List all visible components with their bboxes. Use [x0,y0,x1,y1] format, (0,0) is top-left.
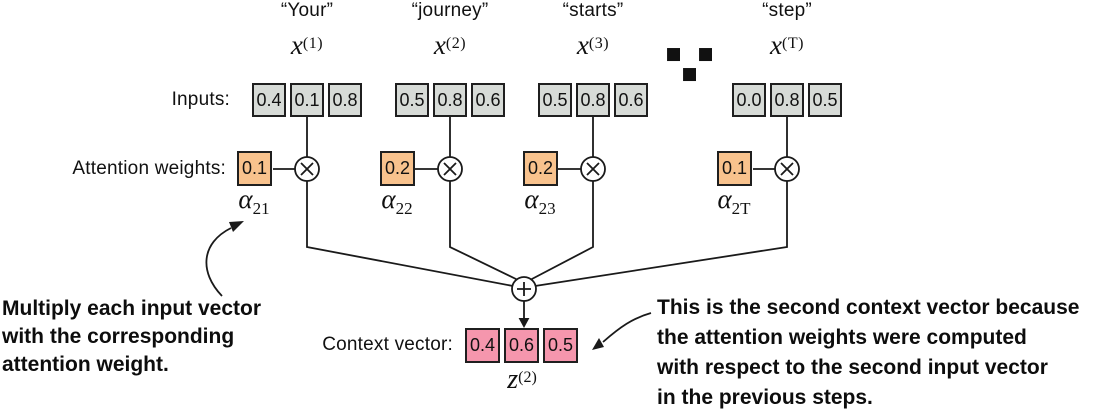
token-column-starts: “starts” x(3) 0.5 0.8 0.6 0.2 α23 [523,0,648,230]
multiply-branch-1 [273,117,514,287]
attention-weight-box: 0.2 [523,151,558,186]
vector-cell: 0.6 [504,328,539,363]
vector-cell: 0.8 [576,83,610,117]
context-vector: 0.4 0.6 0.5 [465,328,578,363]
vector-cell: 0.1 [290,83,324,117]
sum-to-context-arrow [518,301,530,328]
annotation-line: with the corresponding [2,325,235,348]
attention-weight-box: 0.1 [717,151,752,186]
token-word: “step” [762,0,812,21]
context-vector-symbol: z(2) [507,364,537,395]
right-annotation: This is the second context vector becaus… [657,293,1100,413]
attention-weight-box: 0.1 [237,151,272,186]
vector-cell: 0.4 [465,328,500,363]
input-vector-symbol: x(3) [576,30,610,60]
annotation-line: in the previous steps. [657,386,873,409]
input-vector-symbol: x(T) [770,30,804,60]
vector-cell: 0.6 [471,83,505,117]
vector-cell: 0.5 [538,83,572,117]
vector-cell: 0.8 [433,83,467,117]
attention-weight-symbol: α21 [238,184,270,218]
input-vector: 0.0 0.8 0.5 [732,83,842,117]
token-word: “Your” [280,0,334,21]
sum-node-icon [511,276,537,302]
vector-cell: 0.8 [770,83,804,117]
annotation-line: the attention weights were computed [657,326,1027,349]
token-column-your: “Your” x(1) 0.4 0.1 0.8 0.1 α21 [237,0,362,230]
left-annotation-arrow [205,221,244,297]
input-vector: 0.5 0.8 0.6 [395,83,505,117]
vector-cell: 0.5 [543,328,578,363]
right-annotation-arrow [592,312,652,350]
ellipsis: ■ ■ ■ [665,44,719,84]
input-vector-symbol: x(2) [433,30,467,60]
annotation-line: This is the second context vector becaus… [657,296,1080,319]
left-annotation: Multiply each input vector with the corr… [2,295,302,379]
token-column-step: “step” x(T) 0.0 0.8 0.5 0.1 α2T [717,0,842,230]
token-column-journey: “journey” x(2) 0.5 0.8 0.6 0.2 α22 [380,0,505,230]
vector-cell: 0.4 [252,83,286,117]
input-vector-symbol: x(1) [290,30,324,60]
multiply-branch-3 [529,117,606,281]
attention-weight-box: 0.2 [380,151,415,186]
annotation-line: with respect to the second input vector [657,356,1048,379]
vector-cell: 0.0 [732,83,766,117]
input-vector: 0.4 0.1 0.8 [252,83,362,117]
token-word: “journey” [411,0,489,21]
vector-cell: 0.8 [328,83,362,117]
vector-cell: 0.5 [808,83,842,117]
attention-weight-symbol: α22 [381,184,413,218]
annotation-line: attention weight. [2,353,169,376]
multiply-branch-2 [415,117,519,281]
attention-weight-symbol: α2T [717,184,751,218]
context-vector-label: Context vector: [322,334,453,355]
attention-weights-label: Attention weights: [72,158,226,179]
vector-cell: 0.6 [614,83,648,117]
vector-cell: 0.5 [395,83,429,117]
annotation-line: Multiply each input vector [2,297,262,320]
token-word: “starts” [562,0,624,21]
multiply-branch-4 [534,117,800,287]
inputs-label: Inputs: [171,89,230,110]
input-vector: 0.5 0.8 0.6 [538,83,648,117]
attention-weight-symbol: α23 [524,184,556,218]
